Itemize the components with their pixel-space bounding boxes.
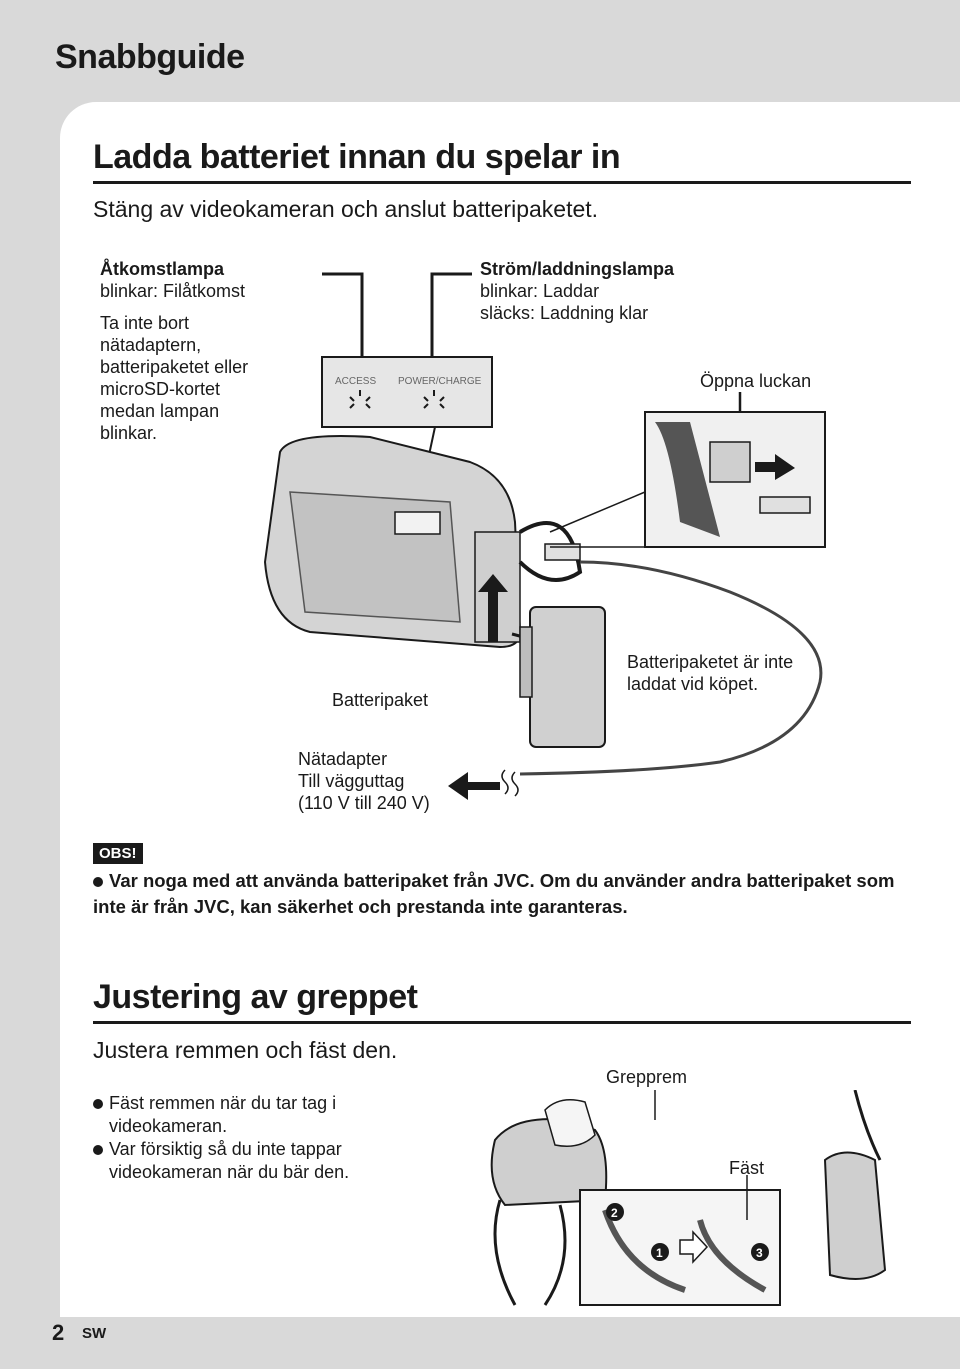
adapter-note-2: Till vägguttag <box>298 770 430 792</box>
svg-text:1: 1 <box>656 1246 663 1260</box>
bullet-icon <box>93 877 103 887</box>
section-subtitle-charge: Stäng av videokameran och anslut batteri… <box>93 196 598 223</box>
section-title-charge: Ladda batteriet innan du spelar in <box>93 138 620 177</box>
access-panel-label: ACCESS <box>335 376 376 387</box>
wall-outlet-arrow <box>448 772 500 800</box>
obs-badge: OBS! <box>93 843 143 864</box>
power-leader-line <box>432 274 472 357</box>
power-panel-label: POWER/CHARGE <box>398 376 482 387</box>
battery-label: Batteripaket <box>332 689 428 711</box>
bullet-icon <box>93 1145 103 1155</box>
section-subtitle-grip: Justera remmen och fäst den. <box>93 1037 397 1064</box>
camera-charging-illustration: ACCESS POWER/CHARGE <box>250 262 850 822</box>
battery-note-1: Batteripaketet är inte <box>627 651 793 673</box>
svg-text:2: 2 <box>611 1206 618 1220</box>
adapter-note-3: (110 V till 240 V) <box>298 792 430 814</box>
page-number: 2 <box>52 1320 64 1346</box>
strap-label: Grepprem <box>606 1066 687 1088</box>
adapter-note-1: Nätadapter <box>298 748 430 770</box>
grip-strap-illustration: 2 1 3 <box>485 1090 905 1315</box>
strap-camera-side <box>825 1153 885 1280</box>
battery-note: Batteripaketet är inte laddat vid köpet. <box>627 651 793 695</box>
lamp-panel <box>322 357 492 427</box>
svg-text:3: 3 <box>756 1246 763 1260</box>
battery-note-2: laddat vid köpet. <box>627 673 793 695</box>
obs-note: Var noga med att använda batteripaket fr… <box>93 868 913 920</box>
bullet-icon <box>93 1099 103 1109</box>
page-footer <box>0 1318 960 1369</box>
page-title: Snabbguide <box>55 38 245 77</box>
obs-text: Var noga med att använda batteripaket fr… <box>93 870 894 917</box>
access-leader-line <box>322 274 362 357</box>
battery-pack <box>530 607 605 747</box>
section-rule <box>93 1021 911 1024</box>
section-rule <box>93 181 911 184</box>
section-title-grip: Justering av greppet <box>93 978 417 1017</box>
adapter-note: Nätadapter Till vägguttag (110 V till 24… <box>298 748 430 814</box>
language-code: SW <box>82 1325 106 1342</box>
